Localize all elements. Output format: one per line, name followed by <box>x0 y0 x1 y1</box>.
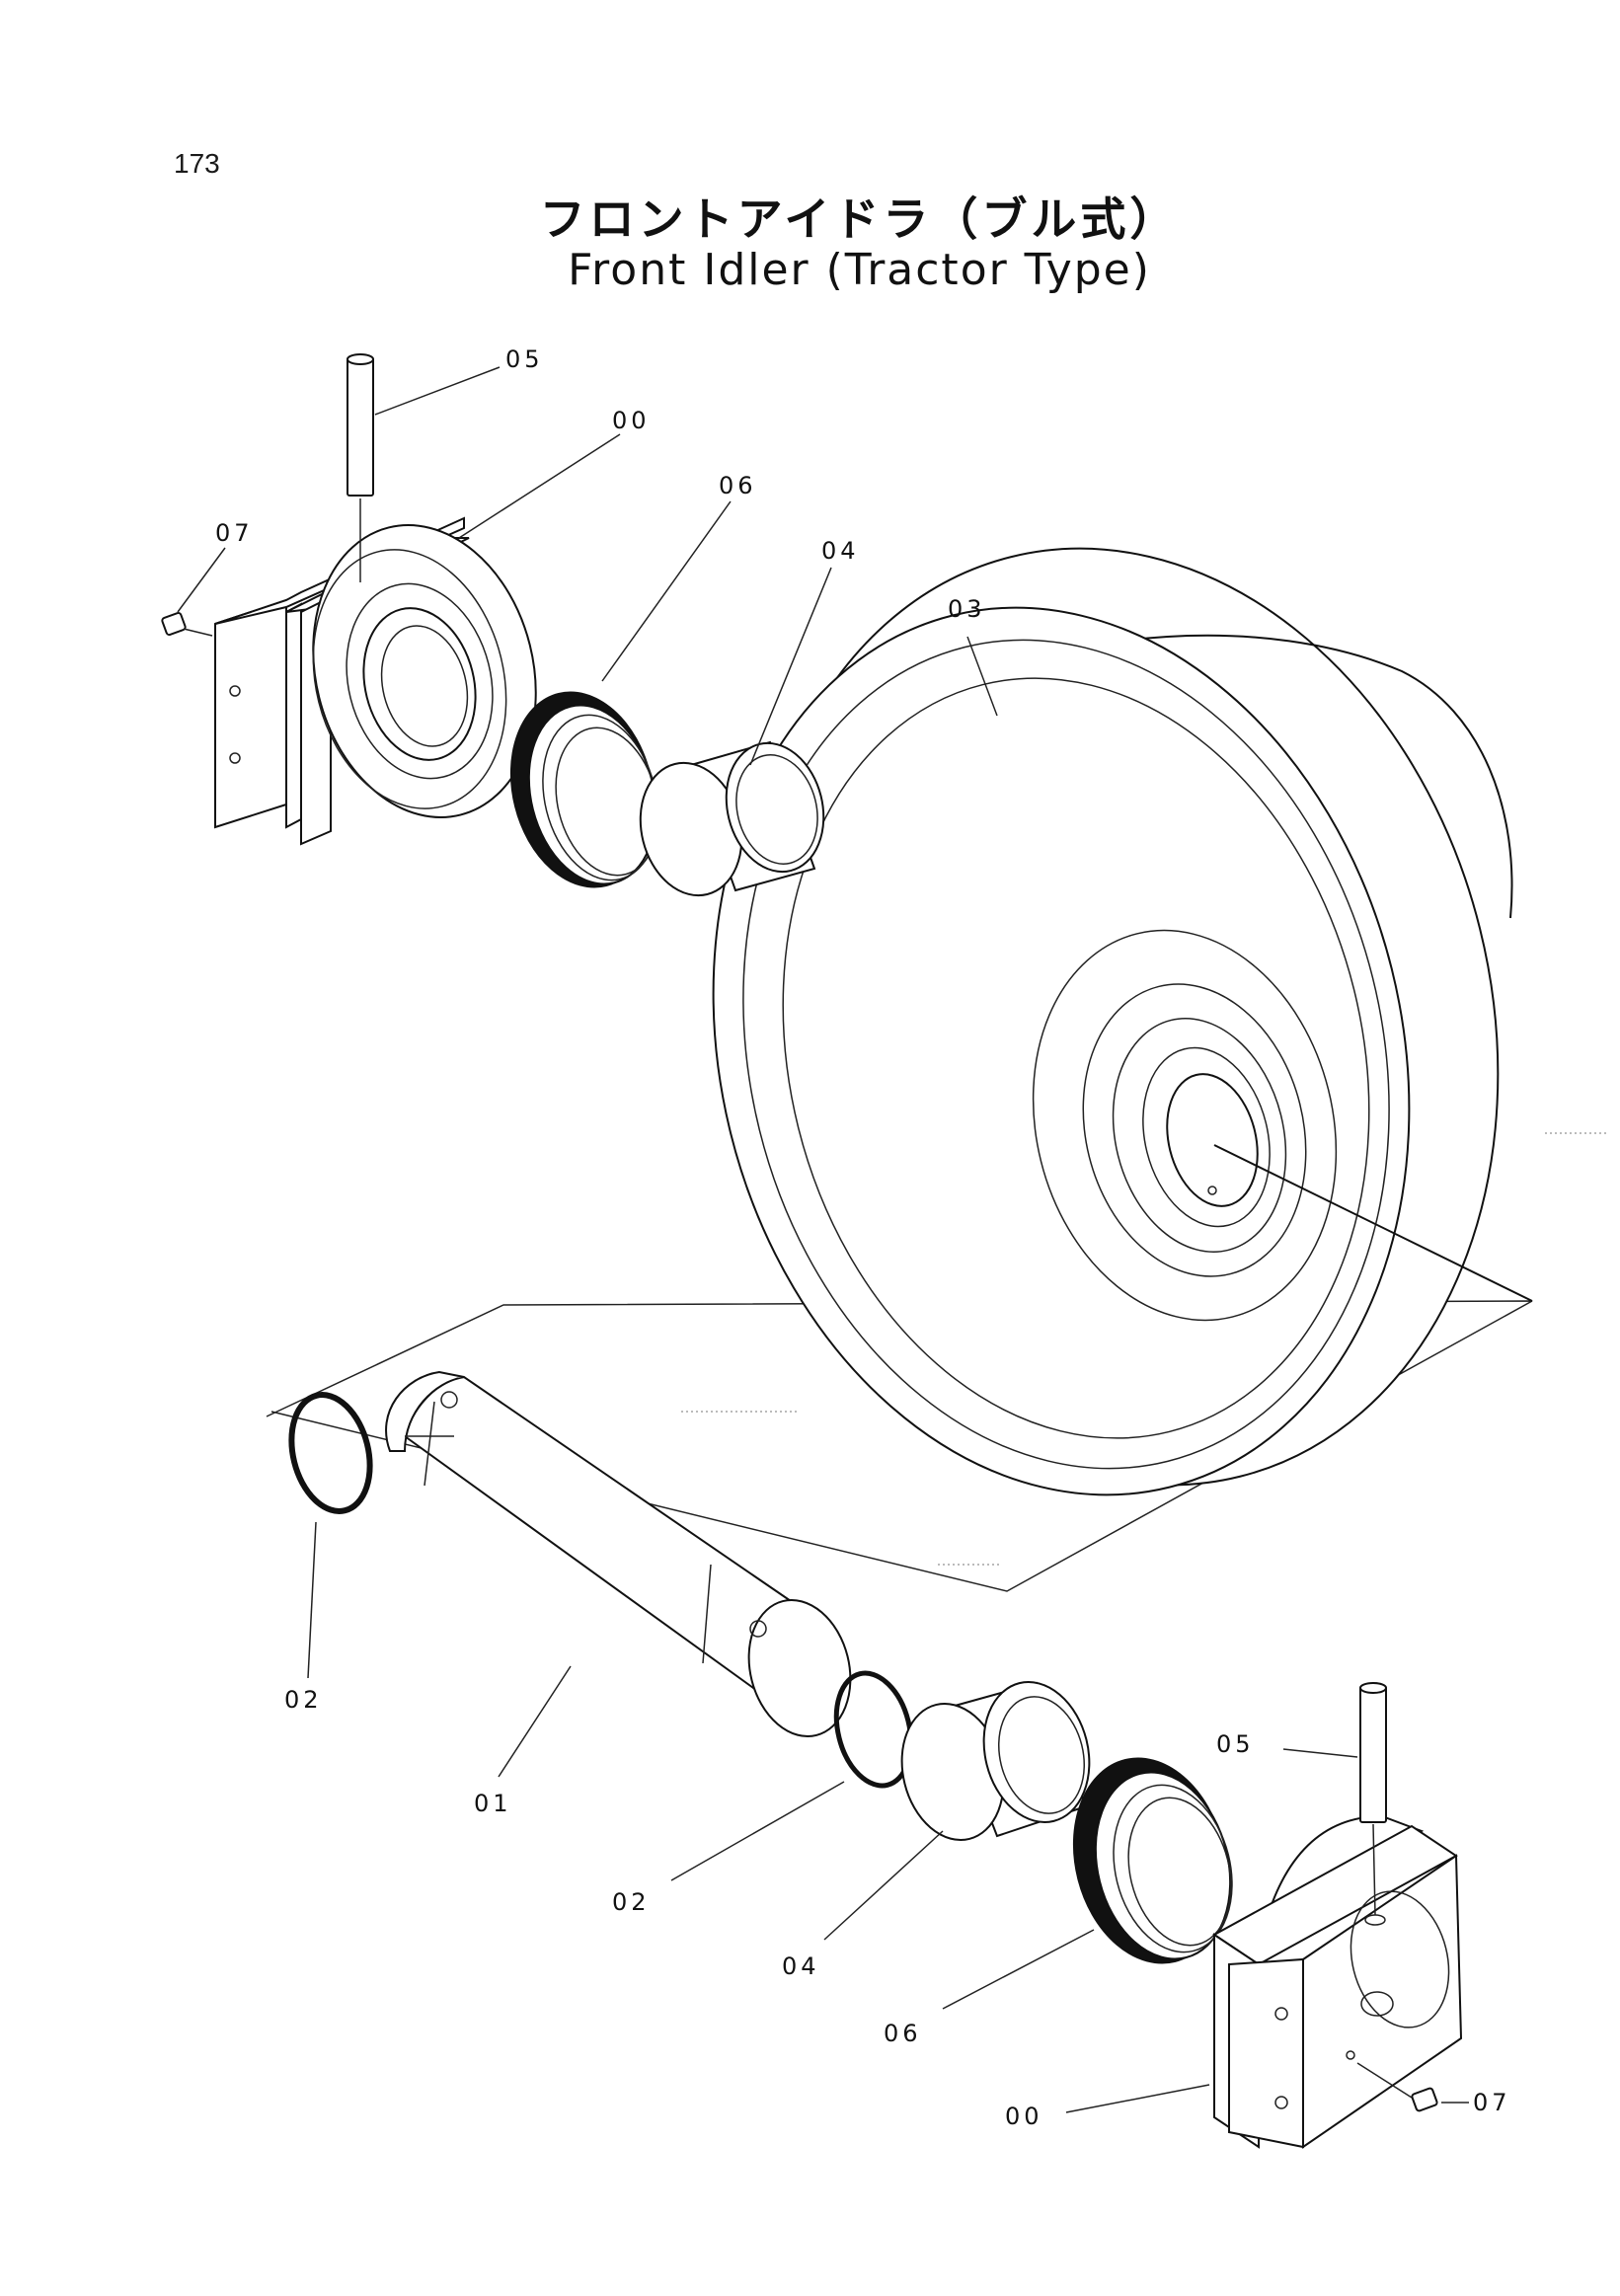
callout-02-left: 02 <box>284 1686 323 1714</box>
bushing-part-04-bottom <box>900 1681 1091 1841</box>
pin-part-05-top <box>347 353 374 582</box>
o-ring-part-02-left <box>288 1392 373 1514</box>
callout-00-top: 00 <box>612 407 651 434</box>
title-english: Front Idler (Tractor Type) <box>568 245 1151 295</box>
leader-lines <box>177 366 1469 2113</box>
callout-05-bottom: 05 <box>1216 1730 1255 1758</box>
o-ring-part-02-middle <box>833 1670 914 1789</box>
bracket-part-00-bottom <box>1212 1814 1463 2149</box>
pin-part-05-bottom <box>1359 1682 1387 1916</box>
callout-01: 01 <box>474 1790 512 1817</box>
callout-07-bottom: 07 <box>1473 2089 1511 2116</box>
grease-fitting-part-07-top <box>161 611 213 637</box>
callout-04-top: 04 <box>821 537 860 565</box>
callout-06-bottom: 06 <box>884 2020 922 2047</box>
idler-wheel-part-03 <box>712 547 1533 1496</box>
title-japanese: フロントアイドラ（ブル式） <box>539 192 1180 246</box>
callout-06-top: 06 <box>719 472 757 499</box>
grease-fitting-part-07-bottom <box>1356 2062 1438 2112</box>
bushing-part-04-top <box>639 740 825 897</box>
shaft-part-01 <box>385 1370 852 1737</box>
callout-05-top: 05 <box>505 345 544 373</box>
callout-00-bottom: 00 <box>1005 2103 1043 2130</box>
floating-seal-part-06-top <box>509 691 659 888</box>
callout-03: 03 <box>948 595 986 623</box>
page-number: 173 <box>174 148 220 179</box>
floating-seal-part-06-bottom <box>1072 1757 1233 1964</box>
callout-02-middle: 02 <box>612 1888 651 1916</box>
callout-labels: 05 00 06 07 04 03 02 01 02 04 06 05 00 0… <box>215 345 1511 2130</box>
bracket-part-00-top <box>214 516 537 846</box>
callout-07-top: 07 <box>215 519 254 547</box>
callout-04-bottom: 04 <box>782 1952 820 1980</box>
